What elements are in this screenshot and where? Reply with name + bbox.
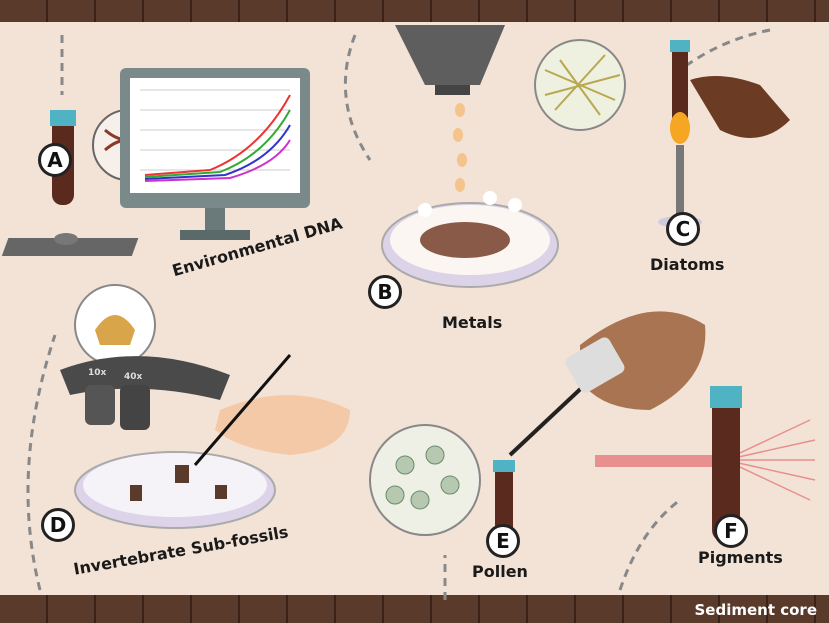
metals-illustration [381, 25, 559, 288]
lens-40x: 40x [124, 372, 143, 382]
invertebrate-subfossils-illustration [60, 284, 350, 529]
badge-f: F [714, 514, 748, 548]
sediment-core-label: Sediment core [694, 601, 818, 619]
arrow-b [343, 34, 372, 161]
label-diatoms: Diatoms [650, 255, 725, 274]
badge-d: D [41, 508, 75, 542]
arrow-f [618, 498, 681, 591]
badge-a: A [38, 143, 72, 177]
sediment-core-top-border [0, 0, 829, 22]
arrow-c [679, 28, 771, 72]
badge-e: E [486, 524, 520, 558]
environmental-dna-illustration [1, 68, 310, 256]
label-metals: Metals [442, 313, 503, 332]
lens-10x: 10x [88, 368, 107, 378]
arrow-d [26, 334, 57, 591]
sediment-core-bottom-border [0, 595, 829, 623]
badge-c: C [666, 212, 700, 246]
label-pigments: Pigments [698, 548, 783, 567]
pigments-illustration [595, 386, 816, 542]
label-pollen: Pollen [472, 562, 528, 581]
badge-b: B [368, 275, 402, 309]
pollen-illustration [369, 311, 706, 536]
diatoms-illustration [534, 39, 790, 228]
